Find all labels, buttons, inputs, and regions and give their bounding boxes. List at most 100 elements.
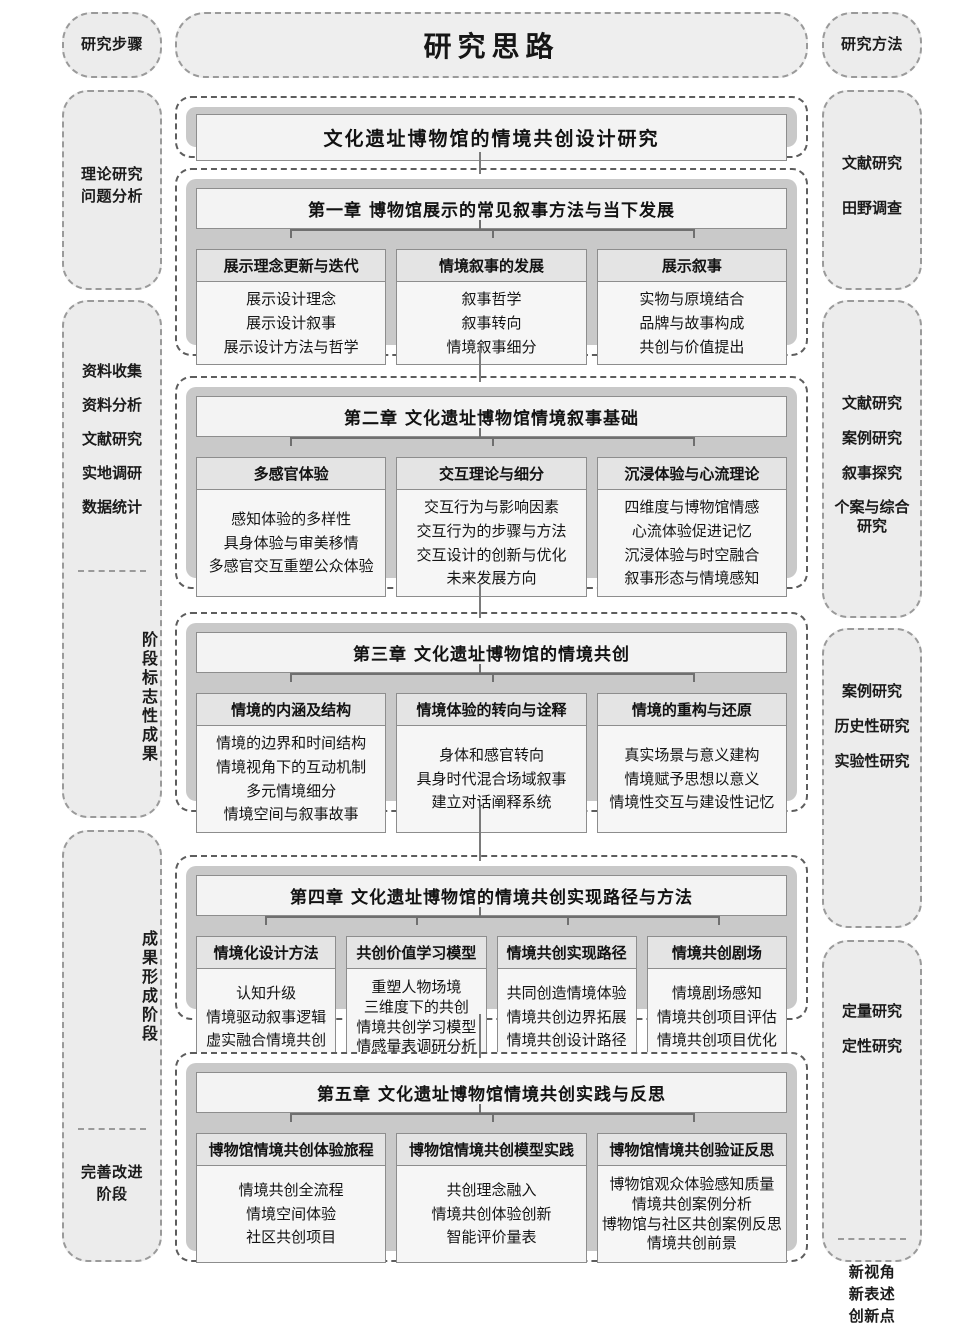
- connector-branch-2: [567, 916, 570, 925]
- column-item: 虚实融合情境共创: [206, 1031, 327, 1050]
- column-header: 博物馆情境共创验证反思: [596, 1133, 787, 1166]
- column-item: 情境共创边界拓展: [506, 1007, 627, 1026]
- column-item: 共创与价值提出: [639, 337, 745, 356]
- column-item: 建立对话阐释系统: [431, 793, 552, 812]
- header-left-label: 研究步骤: [62, 12, 162, 78]
- column-header: 情境的内涵及结构: [196, 693, 387, 726]
- column-item: 情境叙事细分: [446, 337, 537, 356]
- column-item: 情境空间与叙事故事: [223, 805, 359, 824]
- column-item: 共同创造情境体验: [506, 983, 627, 1002]
- spine-connector-0: [479, 152, 481, 174]
- right-item-methods1-1: 田野调查: [841, 198, 902, 217]
- chapter-column: 展示理念更新与迭代展示设计理念展示设计叙事展示设计方法与哲学: [196, 249, 387, 366]
- column-header: 情境共创剧场: [646, 936, 787, 969]
- column-item: 情境共创全流程: [238, 1180, 344, 1199]
- column-body: 叙事哲学叙事转向情境叙事细分: [396, 282, 587, 366]
- column-item: 三维度下的共创: [363, 997, 469, 1016]
- chapter-title-ch5: 第五章 文化遗址博物馆情境共创实践与反思: [196, 1072, 787, 1113]
- chapter-title-ch2: 第二章 文化遗址博物馆情境叙事基础: [196, 396, 787, 437]
- left-result-vertical-label: 成果形成阶段: [139, 930, 158, 1044]
- chapter-columns-ch1: 展示理念更新与迭代展示设计理念展示设计叙事展示设计方法与哲学情境叙事的发展叙事哲…: [196, 249, 787, 366]
- column-item: 真实场景与意义建构: [624, 745, 760, 764]
- column-item: 情境驱动叙事逻辑: [206, 1007, 327, 1026]
- column-item: 交互行为与影响因素: [423, 498, 559, 516]
- left-capsule-data-stage: 资料收集资料分析文献研究实地调研数据统计阶段标志性成果: [62, 300, 162, 818]
- connector-branch-0: [289, 229, 292, 238]
- column-body: 共创理念融入情境共创体验创新智能评价量表: [396, 1166, 587, 1263]
- chapter-title-ch4: 第四章 文化遗址博物馆的情境共创实现路径与方法: [196, 875, 787, 916]
- right-item-methods3-0: 案例研究: [841, 682, 902, 700]
- right-bottom-methods4: 新视角新表述创新点: [848, 1263, 896, 1325]
- chapter-block-ch4: 第四章 文化遗址博物馆的情境共创实现路径与方法情境化设计方法认知升级情境驱动叙事…: [175, 855, 808, 1066]
- column-item: 情境共创项目评估: [656, 1007, 777, 1026]
- chapter-inner-ch3: 第三章 文化遗址博物馆的情境共创情境的内涵及结构情境的边界和时间结构情境视角下的…: [186, 623, 797, 834]
- column-header: 交互理论与细分: [396, 457, 587, 490]
- left-data-list: 资料收集资料分析文献研究实地调研数据统计: [64, 360, 160, 517]
- column-item: 展示设计理念: [246, 290, 337, 308]
- connector-branch-0: [289, 1113, 292, 1122]
- column-item: 情境剧场感知: [671, 983, 762, 1002]
- left-capsule-theory: 理论研究问题分析: [62, 90, 162, 290]
- connector-branch-2: [693, 229, 696, 238]
- chapter-column: 情境叙事的发展叙事哲学叙事转向情境叙事细分: [396, 249, 587, 366]
- left-data-item-0: 资料收集: [81, 362, 142, 380]
- chapter-column: 情境的重构与还原真实场景与意义建构情境赋予思想以意义情境性交互与建设性记忆: [596, 693, 787, 834]
- connector-branch-2: [693, 1113, 696, 1122]
- right-item-methods3-1: 历史性研究: [834, 716, 910, 735]
- chapter-column: 共创价值学习模型重塑人物场境三维度下的共创情境共创学习模型情感量表调研分析: [346, 936, 487, 1066]
- left-improve-label: 完善改进阶段: [80, 1163, 143, 1203]
- right-item-methods2-1: 案例研究: [841, 428, 902, 447]
- column-item: 情境赋予思想以意义: [624, 769, 760, 788]
- right-capsule-methods4: 定量研究定性研究新视角新表述创新点: [822, 940, 922, 1325]
- column-item: 博物馆与社区共创案例反思: [601, 1214, 782, 1233]
- column-body: 博物馆观众体验感知质量情境共创案例分析博物馆与社区共创案例反思情境共创前景: [596, 1166, 787, 1263]
- left-divider-1: [78, 570, 146, 572]
- chapter-column: 沉浸体验与心流理论四维度与博物馆情感心流体验促进记忆沉浸体验与时空融合叙事形态与…: [596, 457, 787, 598]
- connector-branch-0: [289, 437, 292, 446]
- column-item: 具身体验与审美移情: [223, 533, 359, 552]
- column-item: 情境共创案例分析: [631, 1194, 752, 1213]
- column-item: 品牌与故事构成: [639, 313, 745, 332]
- chapter-column: 博物馆情境共创模型实践共创理念融入情境共创体验创新智能评价量表: [396, 1133, 587, 1263]
- column-item: 多元情境细分: [246, 781, 337, 800]
- thesis-block: 文化遗址博物馆的情境共创设计研究: [175, 96, 808, 161]
- page-title: 研究思路: [423, 30, 560, 63]
- column-header: 情境共创实现路径: [496, 936, 637, 969]
- column-body: 展示设计理念展示设计叙事展示设计方法与哲学: [196, 282, 387, 366]
- connector-bar: [289, 229, 694, 231]
- chapter-title-ch1: 第一章 博物馆展示的常见叙事方法与当下发展: [196, 188, 787, 229]
- right-capsule-methods3: 案例研究历史性研究实验性研究: [822, 628, 922, 928]
- column-header: 多感官体验: [196, 457, 387, 490]
- column-item: 未来发展方向: [446, 569, 537, 588]
- left-data-item-3: 实地调研: [81, 464, 142, 482]
- column-header: 情境体验的转向与诠释: [396, 693, 587, 726]
- diagram-title-capsule: 研究思路: [175, 12, 808, 78]
- left-data-item-1: 资料分析: [81, 396, 142, 414]
- spine-connector-2: [479, 583, 481, 618]
- right-item-methods4-1: 定性研究: [841, 1036, 902, 1055]
- column-item: 情境共创前景: [646, 1234, 737, 1253]
- right-item-methods1-0: 文献研究: [841, 154, 902, 172]
- column-item: 博物馆观众体验感知质量: [609, 1175, 775, 1193]
- column-item: 四维度与博物馆情感: [624, 498, 760, 516]
- column-header: 展示理念更新与迭代: [196, 249, 387, 282]
- column-header: 情境叙事的发展: [396, 249, 587, 282]
- connector-branch-2: [693, 673, 696, 682]
- right-item-methods3-2: 实验性研究: [834, 751, 910, 770]
- spine-connector-4: [479, 1014, 481, 1058]
- connector-title-stub: [479, 428, 481, 437]
- chapter-block-ch5: 第五章 文化遗址博物馆情境共创实践与反思博物馆情境共创体验旅程情境共创全流程情境…: [175, 1052, 808, 1263]
- chapter-columns-ch2: 多感官体验感知体验的多样性具身体验与审美移情多感官交互重塑公众体验交互理论与细分…: [196, 457, 787, 598]
- spine-connector-1: [479, 350, 481, 382]
- research-methods-label: 研究方法: [840, 35, 903, 54]
- column-item: 情境共创体验创新: [431, 1204, 552, 1223]
- column-item: 情境的边界和时间结构: [216, 734, 367, 752]
- column-item: 共创理念融入: [446, 1180, 537, 1199]
- column-item: 情境共创项目优化: [656, 1031, 777, 1050]
- connector-bar: [289, 673, 694, 675]
- connector-branch-1: [491, 1113, 494, 1122]
- left-divider-2: [78, 1128, 146, 1130]
- chapter-block-ch1: 第一章 博物馆展示的常见叙事方法与当下发展展示理念更新与迭代展示设计理念展示设计…: [175, 168, 808, 366]
- connector-branch-1: [415, 916, 418, 925]
- connector-branch-1: [491, 229, 494, 238]
